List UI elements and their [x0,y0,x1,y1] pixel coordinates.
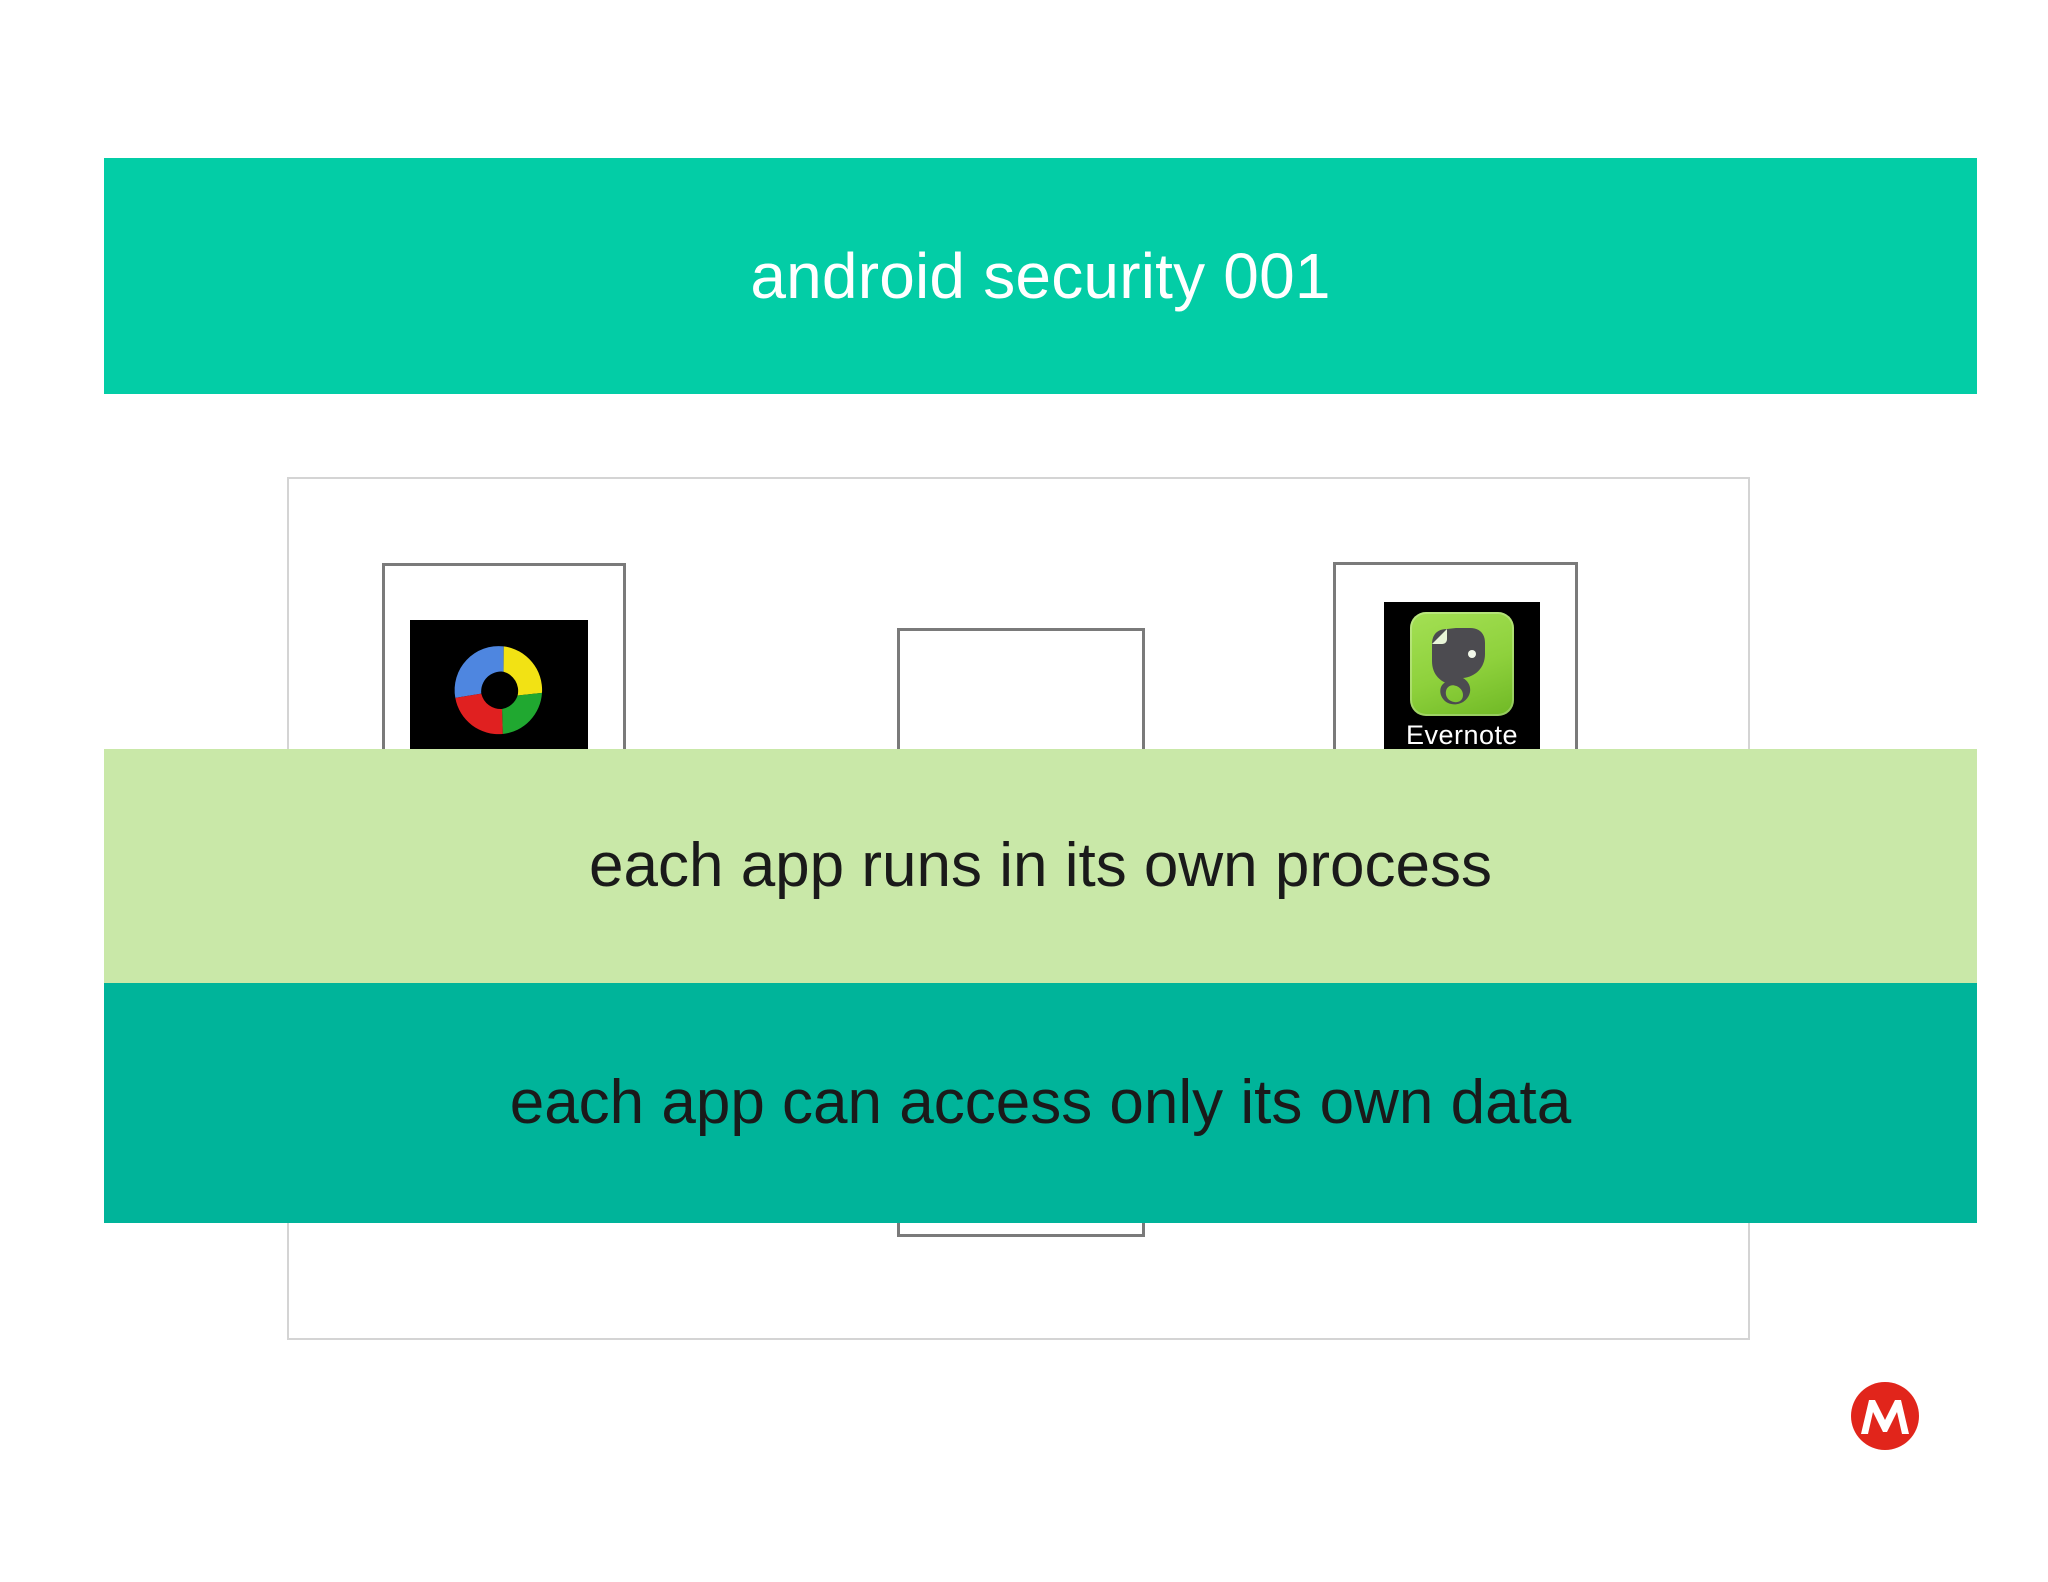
chrome-icon [443,634,555,746]
callout-band-process-isolation: each app runs in its own process [104,749,1977,983]
evernote-elephant-icon [1410,612,1514,716]
app-tile-chrome [410,620,588,760]
page-title: android security 001 [750,240,1331,312]
callout-band-data-isolation: each app can access only its own data [104,983,1977,1223]
motorola-logo [1849,1380,1921,1452]
title-banner: android security 001 [104,158,1977,394]
callout-text-data-isolation: each app can access only its own data [509,1068,1572,1137]
app-tile-label-evernote: Evernote [1405,720,1519,750]
callout-text-process-isolation: each app runs in its own process [589,831,1492,900]
